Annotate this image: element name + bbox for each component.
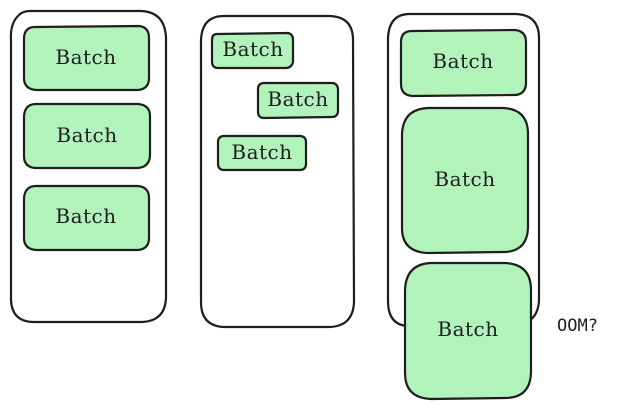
batch-block: Batch [22,102,152,170]
memory-container-3: Batch Batch Batch [386,12,541,401]
batch-label: Batch [437,317,498,341]
batch-block: Batch [399,28,528,98]
batch-label: Batch [231,140,292,164]
batch-block: Batch [22,24,151,92]
batch-label: Batch [222,37,283,61]
memory-container-1: Batch Batch Batch [9,9,168,324]
batch-label: Batch [55,204,116,228]
overflow-batch-block: Batch [403,261,533,401]
oom-annotation: OOM? [557,316,598,336]
batch-label: Batch [434,167,495,191]
batch-label: Batch [267,87,328,111]
batch-label: Batch [432,49,493,73]
batch-label: Batch [56,123,117,147]
batch-label: Batch [55,45,116,69]
batch-block: Batch [210,31,295,70]
memory-container-2: Batch Batch Batch [199,14,356,329]
batch-block: Batch [256,81,340,120]
batch-block: Batch [22,184,151,252]
batch-block: Batch [400,106,530,255]
batch-block: Batch [216,134,308,172]
